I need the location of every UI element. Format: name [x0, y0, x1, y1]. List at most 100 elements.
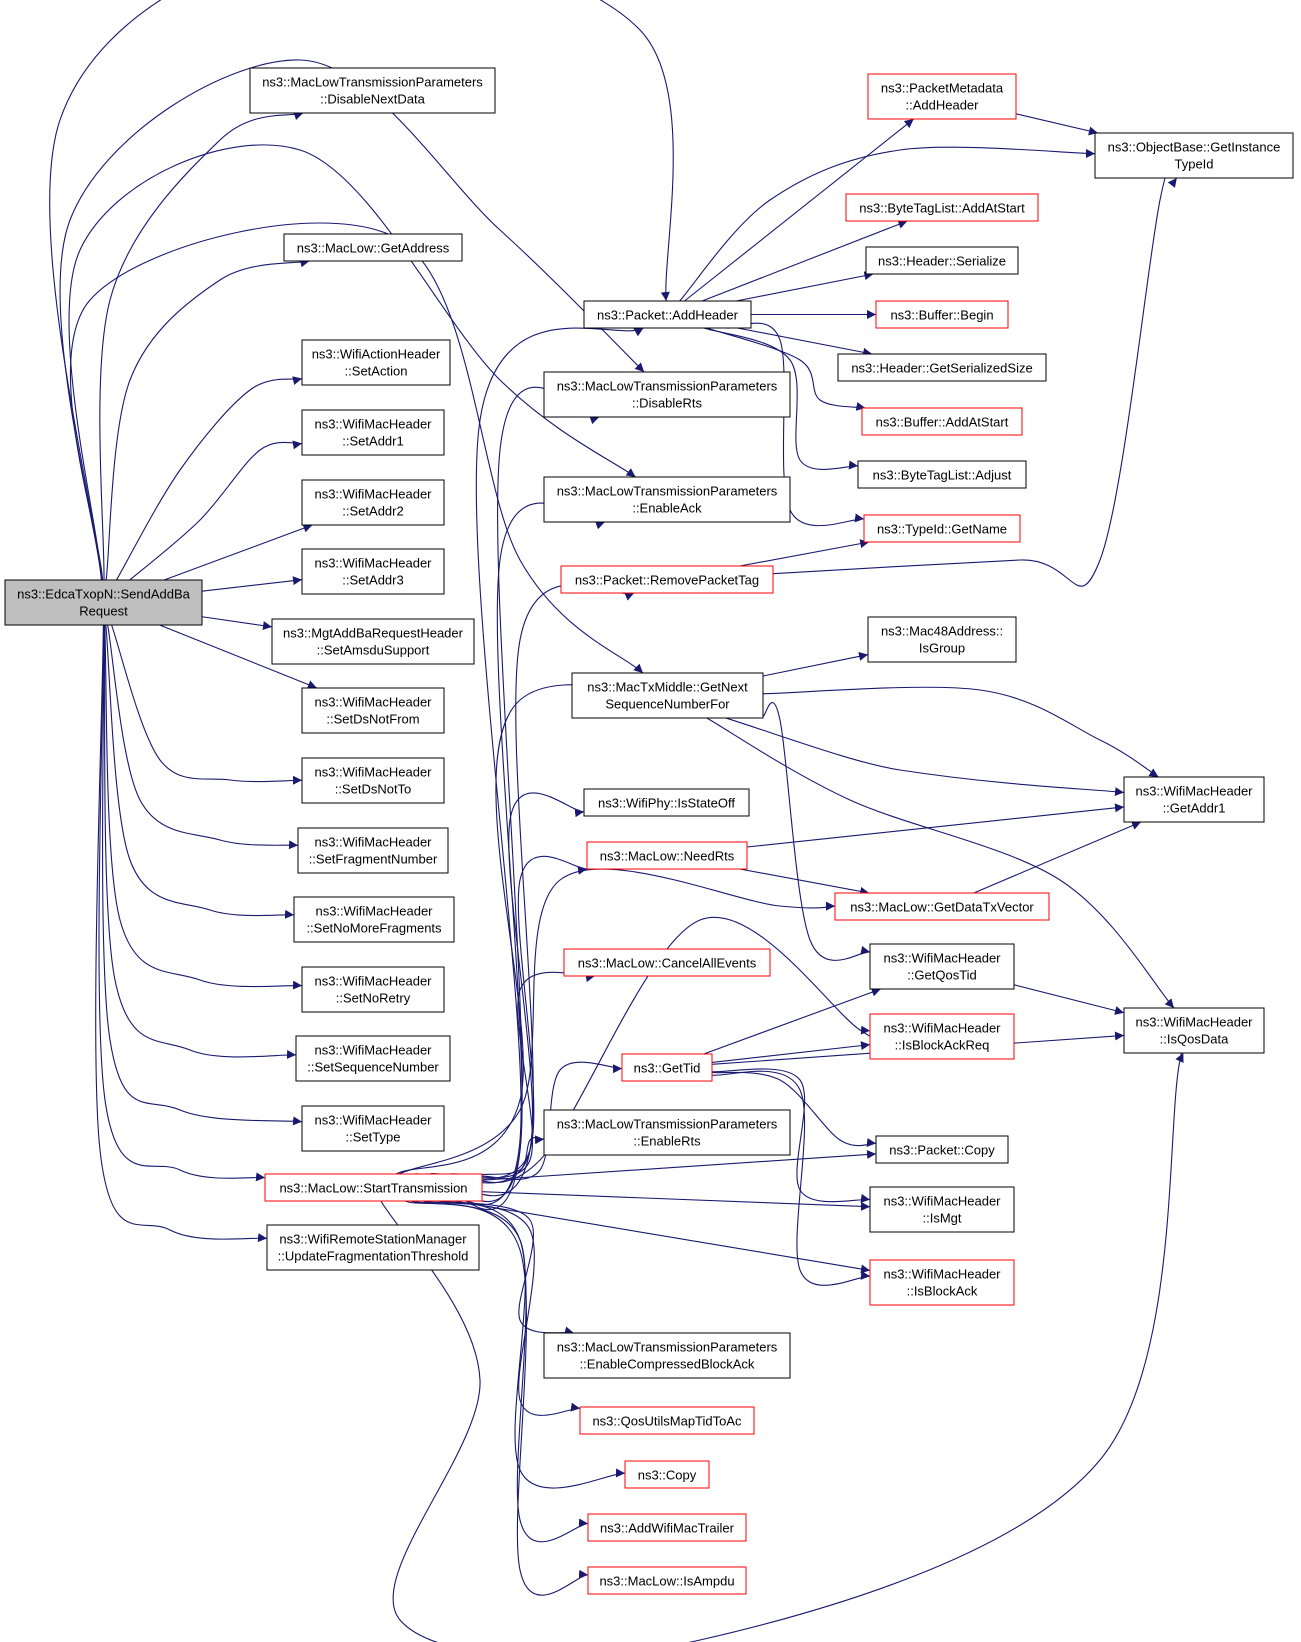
- node-box: [301, 339, 451, 386]
- node-removeTag[interactable]: ns3::Packet::RemovePacketTag: [560, 565, 774, 594]
- node-setType[interactable]: ns3::WifiMacHeader::SetType: [301, 1105, 445, 1152]
- node-bufBegin[interactable]: ns3::Buffer::Begin: [875, 300, 1009, 329]
- edge-root-to-getAddress: [105, 258, 310, 581]
- edge-addHeader-to-pmAddHeader: [684, 118, 915, 302]
- node-setAmsdu[interactable]: ns3::MgtAddBaRequestHeader::SetAmsduSupp…: [271, 618, 475, 665]
- edge-root-to-updFrag: [95, 624, 268, 1243]
- node-box: [301, 479, 445, 526]
- node-qosMap[interactable]: ns3::QosUtilsMapTidToAc: [579, 1406, 755, 1435]
- node-getAddr1[interactable]: ns3::WifiMacHeader::GetAddr1: [1123, 776, 1265, 823]
- node-label: ns3::Copy: [638, 1468, 697, 1483]
- node-enableAck[interactable]: ns3::MacLowTransmissionParameters::Enabl…: [543, 476, 791, 523]
- node-updFrag[interactable]: ns3::WifiRemoteStationManager::UpdateFra…: [266, 1224, 480, 1271]
- node-getDataTxVec[interactable]: ns3::MacLow::GetDataTxVector: [834, 892, 1050, 921]
- node-box: [1123, 1007, 1265, 1054]
- edge-removeTag-to-objGetTypeId: [772, 165, 1178, 587]
- node-isBAReq[interactable]: ns3::WifiMacHeader::IsBlockAckReq: [869, 1013, 1015, 1060]
- node-box: [264, 1173, 483, 1202]
- node-label: ::SetAddr1: [342, 434, 403, 449]
- node-setAddr2[interactable]: ns3::WifiMacHeader::SetAddr2: [301, 479, 445, 526]
- node-box: [271, 618, 475, 665]
- node-disableRts[interactable]: ns3::MacLowTransmissionParameters::Disab…: [543, 371, 791, 418]
- node-isGroup[interactable]: ns3::Mac48Address::IsGroup: [867, 616, 1017, 663]
- node-btlAddAtStart[interactable]: ns3::ByteTagList::AddAtStart: [845, 193, 1039, 222]
- node-enableRts[interactable]: ns3::MacLowTransmissionParameters::Enabl…: [543, 1109, 791, 1156]
- node-enableCBA[interactable]: ns3::MacLowTransmissionParameters::Enabl…: [543, 1332, 791, 1379]
- node-label: ::IsBlockAckReq: [895, 1038, 990, 1053]
- node-getNextSeq[interactable]: ns3::MacTxMiddle::GetNextSequenceNumberF…: [571, 672, 764, 719]
- node-setAddr3[interactable]: ns3::WifiMacHeader::SetAddr3: [301, 548, 445, 595]
- node-needRts[interactable]: ns3::MacLow::NeedRts: [586, 841, 748, 870]
- node-box: [586, 841, 748, 870]
- node-box: [1123, 776, 1265, 823]
- node-box: [283, 233, 463, 262]
- edge-root-to-setDsNotFrom: [159, 624, 318, 689]
- node-startTx[interactable]: ns3::MacLow::StartTransmission: [264, 1173, 483, 1202]
- node-hdrSerialize[interactable]: ns3::Header::Serialize: [865, 246, 1019, 275]
- node-isQosData[interactable]: ns3::WifiMacHeader::IsQosData: [1123, 1007, 1265, 1054]
- node-bufAddAtStart[interactable]: ns3::Buffer::AddAtStart: [861, 407, 1023, 436]
- node-label: ns3::ByteTagList::AddAtStart: [859, 201, 1025, 216]
- edge-removeTag-to-typeIdGetName: [739, 539, 870, 567]
- edge-startTx-to-enableAck: [426, 502, 606, 1203]
- node-setSeqNum[interactable]: ns3::WifiMacHeader::SetSequenceNumber: [295, 1035, 451, 1082]
- edge-root-to-setNoRetry: [104, 624, 303, 990]
- node-disableNextData[interactable]: ns3::MacLowTransmissionParameters::Disab…: [249, 67, 496, 114]
- edge-getQosTid-to-isQosData: [1013, 984, 1125, 1015]
- node-label: ns3::MacLowTransmissionParameters: [262, 75, 483, 90]
- node-cancelAll[interactable]: ns3::MacLow::CancelAllEvents: [563, 948, 771, 977]
- edge-startTx-to-disableRts: [426, 386, 600, 1210]
- node-box: [837, 353, 1047, 382]
- node-setNoMoreFrag[interactable]: ns3::WifiMacHeader::SetNoMoreFragments: [293, 896, 455, 943]
- node-hdrGetSize[interactable]: ns3::Header::GetSerializedSize: [837, 353, 1047, 382]
- node-label: ns3::Header::GetSerializedSize: [851, 361, 1032, 376]
- node-addTrailer[interactable]: ns3::AddWifiMacTrailer: [587, 1513, 747, 1542]
- node-label: ns3::Header::Serialize: [878, 254, 1006, 269]
- node-box: [297, 827, 449, 874]
- nodes: ns3::EdcaTxopN::SendAddBaRequestns3::Mac…: [4, 67, 1294, 1595]
- node-label: ns3::Packet::RemovePacketTag: [575, 573, 759, 588]
- node-btlAdjust[interactable]: ns3::ByteTagList::Adjust: [857, 460, 1027, 489]
- node-addHeader[interactable]: ns3::Packet::AddHeader: [583, 300, 752, 329]
- node-box: [301, 548, 445, 595]
- node-isMgt[interactable]: ns3::WifiMacHeader::IsMgt: [869, 1186, 1015, 1233]
- edge-root-to-setFragNum: [107, 624, 299, 850]
- node-setDsNotFrom[interactable]: ns3::WifiMacHeader::SetDsNotFrom: [301, 687, 445, 734]
- node-setDsNotTo[interactable]: ns3::WifiMacHeader::SetDsNotTo: [301, 757, 445, 804]
- node-label: ns3::WifiPhy::IsStateOff: [598, 796, 735, 811]
- node-label: ::SetDsNotFrom: [326, 712, 419, 727]
- node-pmAddHeader[interactable]: ns3::PacketMetadata::AddHeader: [867, 73, 1017, 120]
- node-getAddress[interactable]: ns3::MacLow::GetAddress: [283, 233, 463, 262]
- node-setAddr1[interactable]: ns3::WifiMacHeader::SetAddr1: [301, 409, 445, 456]
- node-label: ::SetNoMoreFragments: [306, 921, 442, 936]
- node-isAmpdu[interactable]: ns3::MacLow::IsAmpdu: [587, 1566, 747, 1595]
- node-setFragNum[interactable]: ns3::WifiMacHeader::SetFragmentNumber: [297, 827, 449, 874]
- edge-root-to-setAmsdu: [201, 616, 273, 631]
- node-isBA[interactable]: ns3::WifiMacHeader::IsBlockAck: [869, 1259, 1015, 1306]
- node-typeIdGetName[interactable]: ns3::TypeId::GetName: [863, 514, 1021, 543]
- node-box: [266, 1224, 480, 1271]
- node-label: TypeId: [1174, 157, 1213, 172]
- node-box: [863, 514, 1021, 543]
- node-label: ::DisableRts: [632, 396, 703, 411]
- node-copy[interactable]: ns3::Copy: [624, 1460, 710, 1489]
- node-box: [587, 1513, 747, 1542]
- node-setNoRetry[interactable]: ns3::WifiMacHeader::SetNoRetry: [301, 966, 445, 1013]
- node-label: ns3::WifiRemoteStationManager: [279, 1232, 467, 1247]
- node-pktCopy[interactable]: ns3::Packet::Copy: [875, 1135, 1009, 1164]
- node-label: ns3::WifiMacHeader: [315, 904, 433, 919]
- node-getTid[interactable]: ns3::GetTid: [621, 1053, 713, 1082]
- edge-root-to-startTx: [98, 624, 266, 1182]
- node-label: ns3::WifiMacHeader: [314, 417, 432, 432]
- node-getQosTid[interactable]: ns3::WifiMacHeader::GetQosTid: [869, 943, 1015, 990]
- edge-root-to-setDsNotTo: [111, 624, 303, 785]
- node-label: ::SetAction: [345, 364, 408, 379]
- edge-root-to-enableAck: [68, 144, 636, 581]
- node-label: ns3::MacLow::CancelAllEvents: [578, 956, 757, 971]
- node-box: [579, 1406, 755, 1435]
- node-isStateOff[interactable]: ns3::WifiPhy::IsStateOff: [583, 788, 750, 817]
- node-setAction[interactable]: ns3::WifiActionHeader::SetAction: [301, 339, 451, 386]
